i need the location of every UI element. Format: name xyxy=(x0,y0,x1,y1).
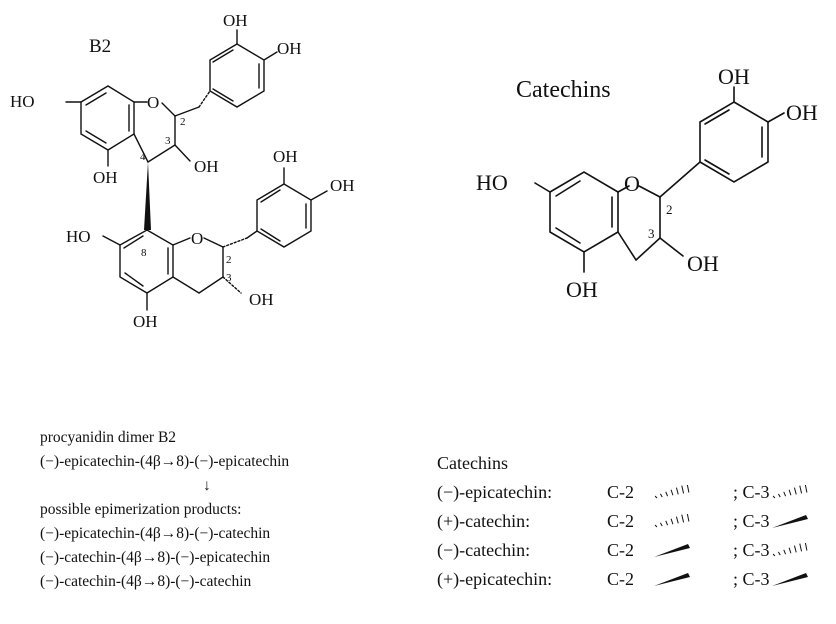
hash-line xyxy=(804,485,808,493)
hash-line xyxy=(783,491,787,497)
wedge-bond-icon xyxy=(654,544,690,557)
catechin-title: Catechins xyxy=(516,77,611,103)
wedge-bond-shape xyxy=(654,573,690,586)
compound-name: (+)-epicatechin: xyxy=(437,569,553,589)
atom-label: OH xyxy=(133,312,158,331)
atom-label: O xyxy=(191,229,203,248)
hash-line xyxy=(681,485,685,494)
table-row: (+)-epicatechin: C-2 ; C-3 xyxy=(437,565,808,594)
atom-label: HO xyxy=(66,227,91,246)
hash-line xyxy=(772,495,776,499)
hash-line xyxy=(772,553,776,557)
atom-label: O xyxy=(624,171,640,196)
hash-line xyxy=(670,489,674,496)
hash-line xyxy=(686,514,690,522)
b2-structure xyxy=(65,29,328,311)
hash-line xyxy=(675,516,679,524)
hash-line xyxy=(675,487,679,495)
hash-line xyxy=(783,549,787,555)
chemical-structures: B2 OH OH HO O OH OH OH OH HO O OH OH 2 3… xyxy=(10,11,818,331)
catechin-labels: Catechins OH OH HO O OH OH 2 3 xyxy=(476,64,818,302)
wedge-bond-shape xyxy=(772,515,808,528)
b2-labels: B2 OH OH HO O OH OH OH OH HO O OH OH 2 3… xyxy=(10,11,355,331)
c3-label: ; C-3 xyxy=(733,540,770,560)
position-number: 8 xyxy=(141,247,147,259)
b2-title: B2 xyxy=(89,36,111,57)
atom-label: OH xyxy=(223,11,248,30)
table-title: Catechins xyxy=(437,453,508,473)
table-row: (−)-catechin: C-2 ; C-3 xyxy=(437,536,808,565)
c3-label: ; C-3 xyxy=(733,569,770,589)
atom-label: HO xyxy=(476,170,508,195)
hash-line xyxy=(788,547,792,554)
position-number: 2 xyxy=(666,202,673,217)
c2-label: C-2 xyxy=(607,482,634,502)
hash-line xyxy=(799,543,803,552)
hashed-bond-icon xyxy=(654,485,690,499)
position-number: 3 xyxy=(648,226,655,241)
position-number: 3 xyxy=(226,272,232,284)
hash-line xyxy=(777,551,781,556)
c2-label: C-2 xyxy=(607,540,634,560)
hash-line xyxy=(681,514,685,523)
hash-line xyxy=(654,495,658,499)
position-number: 2 xyxy=(180,116,186,128)
hash-line xyxy=(686,485,690,493)
dimer-name: procyanidin dimer B2 xyxy=(40,429,177,446)
product-line: (−)-epicatechin-(4β→8)-(−)-catechin xyxy=(40,525,271,542)
down-arrow-icon: ↓ xyxy=(203,477,211,494)
product-line: (−)-catechin-(4β→8)-(−)-epicatechin xyxy=(40,549,271,566)
position-number: 2 xyxy=(226,254,232,266)
hash-line xyxy=(777,493,781,498)
hash-line xyxy=(793,487,797,495)
atom-label: OH xyxy=(786,100,818,125)
hashed-bond-icon xyxy=(654,514,690,528)
atom-label: OH xyxy=(277,39,302,58)
c3-label: ; C-3 xyxy=(733,511,770,531)
product-line: (−)-catechin-(4β→8)-(−)-catechin xyxy=(40,573,252,590)
wedge-bond-shape xyxy=(772,573,808,586)
wedge-bond-icon xyxy=(772,573,808,586)
dimer-formula: (−)-epicatechin-(4β→8)-(−)-epicatechin xyxy=(40,453,290,470)
c2-label: C-2 xyxy=(607,569,634,589)
atom-label: OH xyxy=(93,168,118,187)
atom-label: OH xyxy=(718,64,750,89)
atom-label: OH xyxy=(330,176,355,195)
hash-line xyxy=(665,520,669,526)
hash-line xyxy=(659,493,663,498)
compound-name: (−)-epicatechin: xyxy=(437,482,553,502)
hashed-bond-icon xyxy=(772,543,808,557)
products-heading: possible epimerization products: xyxy=(40,501,242,518)
hash-line xyxy=(799,485,803,494)
atom-label: OH xyxy=(194,157,219,176)
atom-label: OH xyxy=(687,251,719,276)
atom-label: OH xyxy=(273,147,298,166)
compound-name: (−)-catechin: xyxy=(437,540,531,560)
catechin-structure xyxy=(534,86,785,273)
hash-line xyxy=(804,543,808,551)
wedge-bond-shape xyxy=(654,544,690,557)
hash-line xyxy=(670,518,674,525)
atom-label: O xyxy=(147,93,159,112)
hash-line xyxy=(793,545,797,553)
atom-label: HO xyxy=(10,92,35,111)
compound-name: (+)-catechin: xyxy=(437,511,531,531)
catechins-stereo-table: Catechins (−)-epicatechin: C-2 ; C-3 (+)… xyxy=(437,448,808,594)
table-row: (+)-catechin: C-2 ; C-3 xyxy=(437,507,808,536)
epimerization-text: procyanidin dimer B2 (−)-epicatechin-(4β… xyxy=(40,426,289,594)
hash-line xyxy=(788,489,792,496)
hash-line xyxy=(654,524,658,528)
position-number: 4 xyxy=(140,151,146,163)
atom-label: OH xyxy=(249,290,274,309)
table-row: (−)-epicatechin: C-2 ; C-3 xyxy=(437,478,808,507)
hashed-bond-icon xyxy=(772,485,808,499)
c3-label: ; C-3 xyxy=(733,482,770,502)
position-number: 3 xyxy=(165,135,171,147)
c2-label: C-2 xyxy=(607,511,634,531)
wedge-bond-icon xyxy=(654,573,690,586)
hash-line xyxy=(659,522,663,527)
atom-label: OH xyxy=(566,277,598,302)
hash-line xyxy=(665,491,669,497)
wedge-bond-icon xyxy=(772,515,808,528)
